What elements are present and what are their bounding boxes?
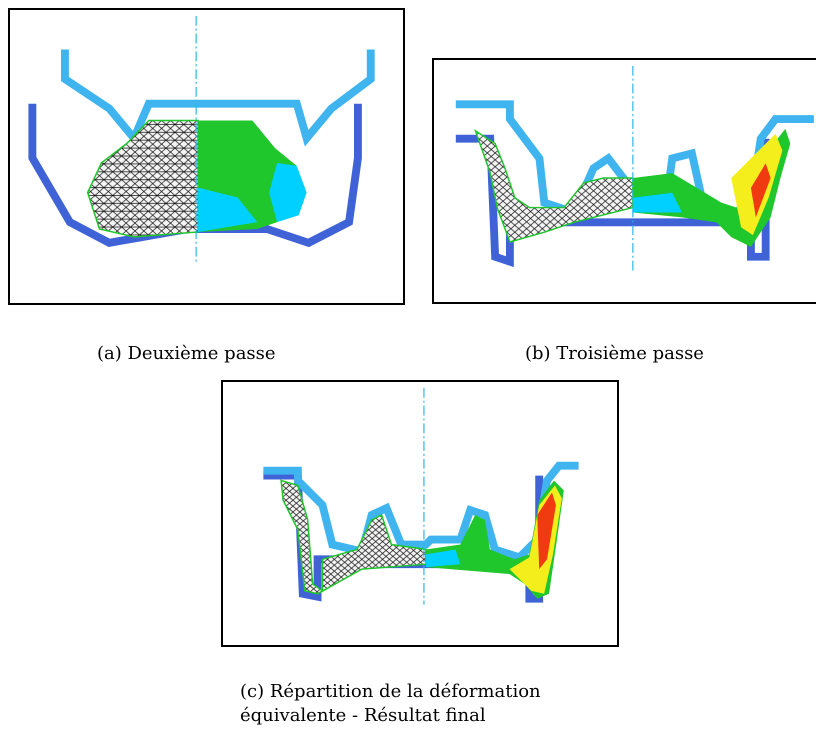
caption-c: (c) Répartition de la déformation équiva… — [240, 680, 541, 728]
forging-section-a — [28, 15, 375, 265]
panel-a-deuxieme-passe — [8, 8, 405, 305]
caption-a: (a) Deuxième passe — [97, 343, 276, 364]
workpiece-mesh-a — [86, 119, 199, 238]
caption-c-line-1: (c) Répartition de la déformation — [240, 681, 541, 702]
workpiece-mesh-b — [474, 129, 634, 243]
forging-section-b — [455, 65, 814, 273]
caption-c-line-2: équivalente - Résultat final — [240, 705, 486, 726]
lower-die-b — [455, 134, 770, 268]
workpiece-mesh-c — [280, 479, 427, 595]
upper-die-a — [60, 49, 375, 147]
panel-c-resultat-final — [221, 380, 619, 647]
caption-b: (b) Troisième passe — [525, 343, 704, 364]
panel-b-troisieme-passe — [432, 58, 816, 304]
forging-section-c — [263, 387, 579, 605]
